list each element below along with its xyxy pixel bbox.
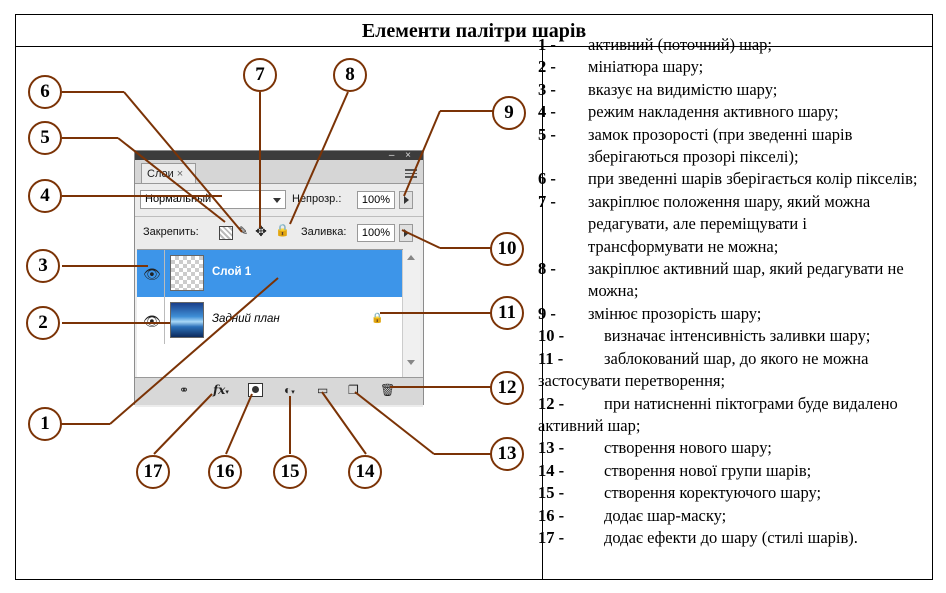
- desc-item-10: 10 -визначає інтенсивність заливки шару;: [538, 326, 871, 346]
- callout-3: 3: [26, 249, 60, 283]
- desc-item-9: 9 -змінює прозорість шару;: [538, 303, 762, 323]
- panel-titlebar: – ×: [135, 150, 423, 161]
- callout-6: 6: [28, 75, 62, 109]
- layers-palette-table: Елементи палітри шарів: [15, 14, 933, 580]
- leader-line-14: [321, 391, 367, 455]
- desc-item-3: 3 -вказує на видимістю шару;: [538, 79, 778, 99]
- desc-item-8: 8 -закріплює активний шар, який редагува…: [538, 259, 904, 301]
- desc-item-1: 1 -активний (поточний) шар;: [538, 35, 773, 54]
- layer-thumbnail-photo: [170, 302, 204, 338]
- desc-item-2: 2 -мініатюра шару;: [538, 57, 704, 77]
- visibility-toggle[interactable]: 👁: [137, 297, 165, 344]
- desc-item-17: 17 -додає ефекти до шару (стилі шарів).: [538, 527, 858, 547]
- adjustment-icon[interactable]: ◐▾: [284, 383, 295, 397]
- panel-body: Нормальный Непрозр.: 100% Закрепить: ✎ ✥…: [135, 183, 423, 407]
- layers-panel: – × Слои× Нормальный Непрозр.: 100% Закр…: [134, 150, 424, 407]
- eye-icon: 👁: [143, 313, 161, 329]
- fx-icon[interactable]: fx▾: [213, 383, 229, 397]
- callout-13: 13: [490, 437, 524, 471]
- chevron-down-icon: [273, 198, 281, 203]
- lock-label: Закрепить:: [143, 226, 199, 238]
- scrollbar[interactable]: [402, 250, 420, 379]
- leader-line-13b: [354, 391, 435, 455]
- eye-icon: 👁: [143, 266, 161, 282]
- callout-7: 7: [243, 58, 277, 92]
- callout-8: 8: [333, 58, 367, 92]
- callout-2: 2: [26, 306, 60, 340]
- desc-item-16: 16 -додає шар-маску;: [538, 505, 727, 525]
- leader-line-8: [289, 91, 349, 225]
- link-icon[interactable]: ⚭: [179, 383, 190, 397]
- fill-input[interactable]: 100%: [357, 224, 395, 242]
- leader-line-9b: [403, 110, 441, 197]
- callout-11: 11: [490, 296, 524, 330]
- scroll-down-icon[interactable]: [407, 360, 415, 365]
- callout-15: 15: [273, 455, 307, 489]
- new-layer-icon[interactable]: ❐: [348, 383, 359, 397]
- leader-line-1b: [109, 277, 279, 425]
- layer-row-background[interactable]: 👁 Задний план 🔒: [137, 297, 403, 344]
- column-divider: [542, 46, 543, 579]
- window-buttons[interactable]: – ×: [388, 150, 415, 161]
- callout-10: 10: [490, 232, 524, 266]
- lock-position-move-icon[interactable]: ✥: [255, 223, 267, 239]
- desc-item-11: 11 -заблокований шар, до якого не можна …: [538, 348, 869, 391]
- leader-line-5b: [117, 137, 226, 223]
- table-title: Елементи палітри шарів: [16, 15, 932, 47]
- lock-icon: 🔒: [371, 313, 384, 324]
- layer-row-active[interactable]: 👁 Слой 1: [137, 250, 403, 297]
- panel-bottom-bar: ⚭ fx▾ ◐▾ ▭ ❐ 🗑: [135, 377, 423, 405]
- desc-item-5: 5 -замок прозорості (при зведенні шарів …: [538, 124, 853, 167]
- opacity-input[interactable]: 100%: [357, 191, 395, 209]
- desc-item-12: 12 -при натисненні піктограми буде видал…: [538, 393, 898, 435]
- close-icon[interactable]: ×: [176, 168, 184, 180]
- desc-item-13: 13 -створення нового шару;: [538, 438, 772, 458]
- opacity-label: Непрозр.:: [292, 193, 342, 205]
- mask-icon[interactable]: [248, 383, 263, 397]
- callout-17: 17: [136, 455, 170, 489]
- callout-14: 14: [348, 455, 382, 489]
- tab-layers[interactable]: Слои×: [141, 163, 196, 183]
- fill-label: Заливка:: [301, 226, 347, 238]
- callout-1: 1: [28, 407, 62, 441]
- desc-item-14: 14 -створення нової групи шарів;: [538, 460, 812, 480]
- desc-item-15: 15 -створення коректуючого шару;: [538, 483, 822, 503]
- callout-4: 4: [28, 179, 62, 213]
- scroll-up-icon[interactable]: [407, 255, 415, 260]
- desc-item-6: 6 -при зведенні шарів зберігається колір…: [538, 169, 918, 189]
- lock-transparency-icon[interactable]: [219, 226, 233, 240]
- callout-5: 5: [28, 121, 62, 155]
- layers-list: 👁 Слой 1 👁 Задний план 🔒: [137, 249, 420, 379]
- desc-item-4: 4 -режим накладення активного шару;: [538, 102, 839, 122]
- leader-line-16: [225, 393, 253, 455]
- callout-9: 9: [492, 96, 526, 130]
- visibility-toggle[interactable]: 👁: [137, 250, 165, 297]
- folder-icon[interactable]: ▭: [317, 383, 329, 397]
- lock-pixels-brush-icon[interactable]: ✎: [237, 224, 249, 238]
- layer-thumbnail-transparent: [170, 255, 204, 291]
- descriptions-list: 1 -активний (поточний) шар; 2 -мініатюра…: [538, 34, 918, 549]
- leader-line-17: [153, 393, 213, 455]
- desc-item-7: 7 -закріплює положення шару, який можна …: [538, 191, 871, 256]
- leader-line-10b: [401, 229, 441, 249]
- callout-16: 16: [208, 455, 242, 489]
- lock-all-icon[interactable]: 🔒: [275, 223, 290, 237]
- layer-name: Задний план: [212, 313, 280, 325]
- callout-12: 12: [490, 371, 524, 405]
- layer-name: Слой 1: [212, 266, 252, 278]
- leader-line-6b: [123, 91, 243, 233]
- divider: [135, 216, 423, 217]
